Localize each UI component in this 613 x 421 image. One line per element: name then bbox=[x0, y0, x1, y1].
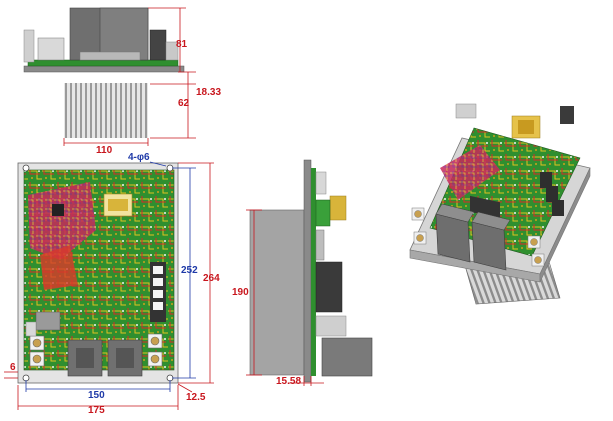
side-view: 190 15.58 bbox=[232, 159, 373, 387]
dim-side-height: 190 bbox=[232, 287, 249, 298]
dim-front-edge-right: 12.5 bbox=[186, 392, 206, 403]
dim-front-hole-pitch-h: 150 bbox=[88, 390, 105, 401]
dim-front-edge-left: 6 bbox=[10, 362, 16, 373]
dim-top-heatsink: 62 bbox=[178, 98, 190, 109]
front-power-module-right bbox=[107, 339, 143, 377]
dim-front-height: 264 bbox=[203, 273, 220, 284]
dim-front-width: 175 bbox=[88, 405, 105, 416]
side-pcb bbox=[311, 168, 316, 376]
dim-top-width: 110 bbox=[96, 145, 113, 156]
top-heatsink-fins bbox=[64, 83, 148, 138]
side-heatsink bbox=[249, 209, 305, 376]
top-baseplate bbox=[23, 65, 185, 73]
dim-top-heatsink-offset: 18.33 bbox=[196, 87, 221, 98]
dim-top-height: 81 bbox=[176, 39, 188, 50]
top-view: 81 18.33 62 110 bbox=[23, 7, 221, 156]
iso-terminal-block bbox=[540, 172, 564, 216]
front-terminal-block bbox=[150, 262, 166, 322]
side-transformer bbox=[329, 195, 347, 221]
dim-front-holes: 4-φ6 bbox=[128, 152, 150, 163]
dim-side-plate: 15.58 bbox=[276, 376, 301, 387]
side-power-module bbox=[321, 337, 373, 377]
isometric-view bbox=[409, 103, 591, 305]
dim-front-hole-pitch-v: 252 bbox=[181, 265, 198, 276]
front-view: 4-φ6 252 264 150 175 6 12.5 bbox=[4, 152, 220, 416]
